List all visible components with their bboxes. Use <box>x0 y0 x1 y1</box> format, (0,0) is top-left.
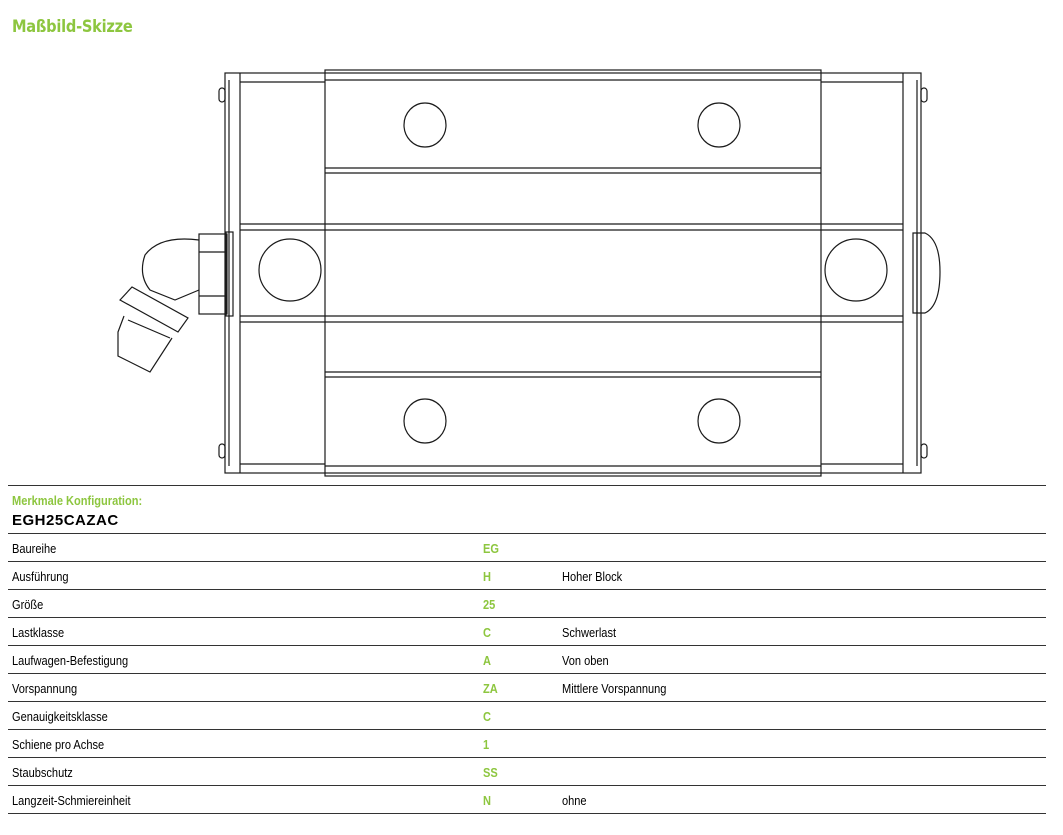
feature-description: Hoher Block <box>562 569 623 584</box>
feature-code: H <box>483 569 491 584</box>
mounting-hole <box>403 102 447 148</box>
table-row: Vorspannung ZA Mittlere Vorspannung <box>8 673 1046 701</box>
feature-code: N <box>483 793 491 808</box>
table-row: Schiene pro Achse 1 <box>8 729 1046 757</box>
table-row: Lastklasse C Schwerlast <box>8 617 1046 645</box>
table-row: Genauigkeitsklasse C <box>8 701 1046 729</box>
feature-code: A <box>483 653 491 668</box>
feature-code: C <box>483 625 491 640</box>
feature-code: C <box>483 709 491 724</box>
feature-name: Schiene pro Achse <box>12 737 105 752</box>
feature-name: Staubschutz <box>12 765 73 780</box>
feature-code: 1 <box>483 737 490 752</box>
table-row: Ausführung H Hoher Block <box>8 561 1046 589</box>
side-hole <box>258 238 322 302</box>
end-cap <box>912 232 941 314</box>
feature-name: Langzeit-Schmiereinheit <box>12 793 131 808</box>
configuration-header: Merkmale Konfiguration: EGH25CAZAC <box>8 485 1046 533</box>
table-row: Staubschutz SS <box>8 757 1046 785</box>
feature-name: Lastklasse <box>12 625 65 640</box>
feature-code: SS <box>483 765 498 780</box>
feature-description: Schwerlast <box>562 625 617 640</box>
mounting-hole <box>697 102 741 148</box>
dimension-sketch <box>117 69 941 477</box>
configuration-table: Merkmale Konfiguration: EGH25CAZAC Baure… <box>8 485 1046 814</box>
feature-code: EG <box>483 541 499 556</box>
page-title: Maßbild-Skizze <box>12 17 133 37</box>
mounting-hole <box>403 398 447 444</box>
feature-description: Von oben <box>562 653 609 668</box>
feature-description: Mittlere Vorspannung <box>562 681 667 696</box>
feature-name: Baureihe <box>12 541 57 556</box>
configuration-code: EGH25CAZAC <box>12 512 119 529</box>
table-row: Größe 25 <box>8 589 1046 617</box>
block-outline <box>224 72 922 474</box>
feature-code: 25 <box>483 597 496 612</box>
feature-description: ohne <box>562 793 587 808</box>
table-row: Baureihe EG <box>8 533 1046 561</box>
configuration-label: Merkmale Konfiguration: <box>12 493 143 508</box>
feature-name: Laufwagen-Befestigung <box>12 653 129 668</box>
side-hole <box>824 238 888 302</box>
feature-name: Ausführung <box>12 569 69 584</box>
grease-nipple <box>117 231 234 373</box>
mounting-hole <box>697 398 741 444</box>
table-row: Laufwagen-Befestigung A Von oben <box>8 645 1046 673</box>
table-row: Langzeit-Schmiereinheit N ohne <box>8 785 1046 814</box>
feature-code: ZA <box>483 681 498 696</box>
carriage-body <box>324 69 822 477</box>
feature-name: Vorspannung <box>12 681 78 696</box>
feature-name: Genauigkeitsklasse <box>12 709 108 724</box>
feature-name: Größe <box>12 597 44 612</box>
